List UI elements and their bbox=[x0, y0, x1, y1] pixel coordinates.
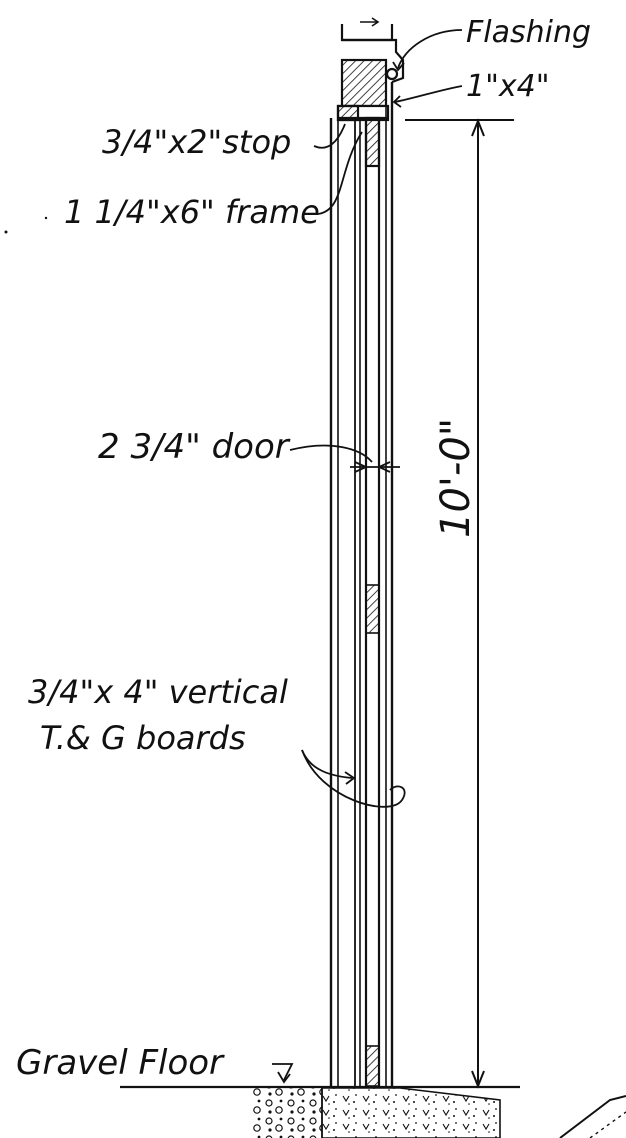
leader-door bbox=[289, 444, 373, 463]
leader-lines bbox=[272, 29, 463, 1084]
door-dimension bbox=[350, 461, 400, 473]
label-boards-line1: 3/4"x 4" vertical bbox=[28, 673, 288, 711]
label-flashing: Flashing bbox=[466, 15, 592, 50]
label-stop: 3/4"x2"stop bbox=[102, 123, 292, 161]
leader-one-by-four bbox=[394, 85, 463, 103]
stop-block bbox=[364, 116, 381, 168]
header-assembly bbox=[336, 17, 405, 168]
bottom-rail bbox=[365, 1045, 380, 1087]
leader-boards-b bbox=[301, 749, 406, 808]
label-door: 2 3/4" door bbox=[98, 427, 289, 467]
leader-floor bbox=[272, 1063, 294, 1081]
flashing-cap bbox=[340, 24, 394, 42]
flashing-strip bbox=[342, 38, 405, 84]
label-floor: Gravel Floor bbox=[16, 1043, 224, 1083]
one-by-four-block bbox=[340, 58, 388, 108]
leader-flashing bbox=[397, 29, 463, 69]
label-height: 10'-0" bbox=[433, 417, 479, 538]
frame-verticals bbox=[329, 82, 394, 1086]
mid-rail bbox=[365, 584, 380, 634]
label-boards-line2: T.& G boards bbox=[40, 719, 246, 757]
floor-section bbox=[120, 1085, 626, 1138]
height-dimension bbox=[405, 118, 520, 1089]
label-top-board: 1"x4" bbox=[466, 69, 550, 104]
leader-frame bbox=[317, 131, 363, 215]
leader-stop bbox=[313, 123, 346, 149]
label-frame: 1 1/4"x6" frame bbox=[64, 193, 320, 231]
